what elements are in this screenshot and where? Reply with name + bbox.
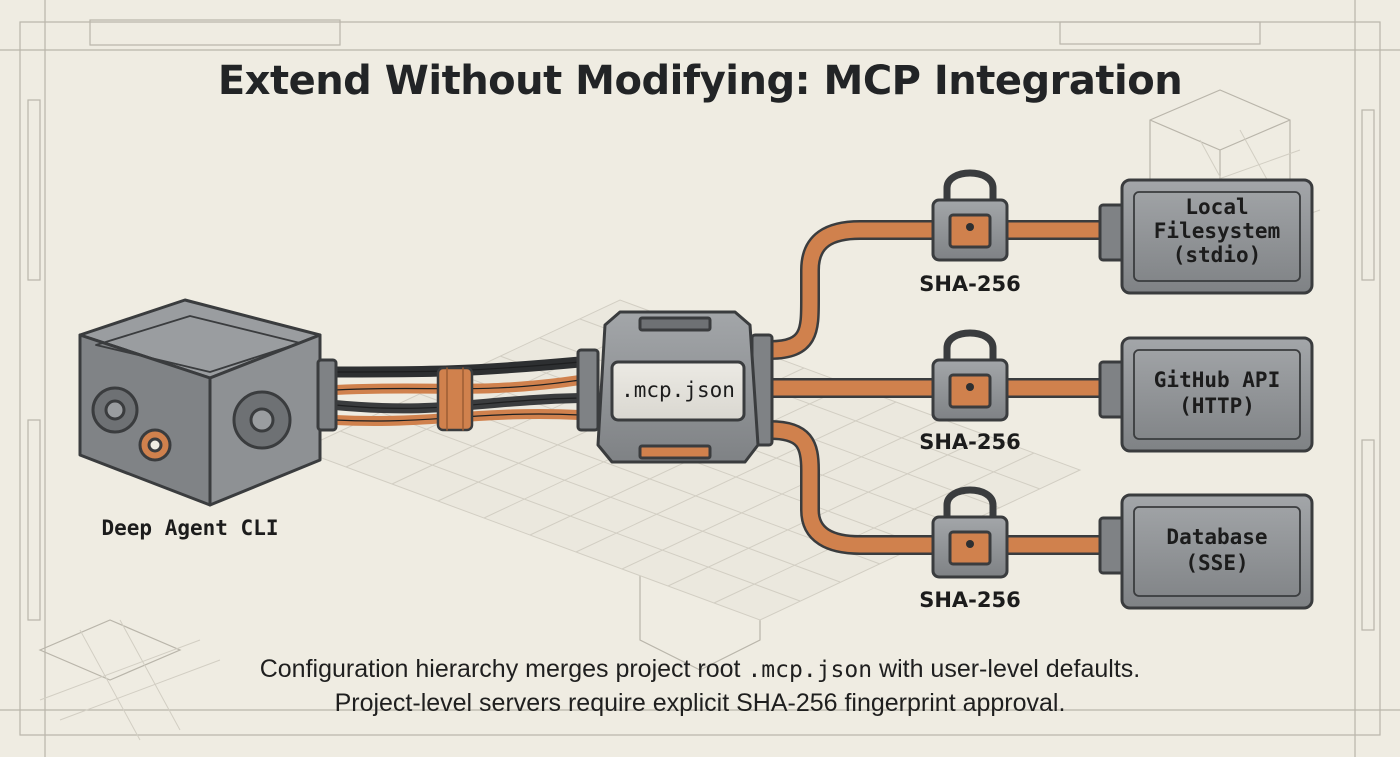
server-2-line-2: (HTTP) bbox=[1179, 394, 1255, 418]
cable-bundle bbox=[329, 356, 586, 432]
agent-cube bbox=[78, 298, 338, 507]
lock-3-label: SHA-256 bbox=[919, 588, 1021, 612]
lock-3 bbox=[931, 486, 1009, 579]
server-cables bbox=[760, 220, 1115, 555]
server-2-label: GitHub API (HTTP) bbox=[1130, 367, 1304, 419]
server-3-line-1: Database bbox=[1166, 525, 1268, 549]
server-3-line-2: (SSE) bbox=[1185, 551, 1249, 575]
caption-line-1-end: with user-level defaults. bbox=[872, 655, 1141, 683]
hub-connector bbox=[576, 310, 774, 464]
caption-code: .mcp.json bbox=[747, 657, 873, 683]
lock-2 bbox=[931, 329, 1009, 422]
server-1-line-1: Local bbox=[1185, 195, 1249, 219]
caption-line-2: Project-level servers require explicit S… bbox=[334, 689, 1066, 717]
hub-label: .mcp.json bbox=[621, 378, 735, 402]
agent-label: Deep Agent CLI bbox=[101, 516, 279, 540]
server-1-label: Local Filesystem (stdio) bbox=[1130, 195, 1304, 267]
lock-1-label: SHA-256 bbox=[919, 272, 1021, 296]
server-2-line-1: GitHub API bbox=[1153, 368, 1281, 392]
server-box-1 bbox=[1098, 178, 1314, 295]
server-3-label: Database (SSE) bbox=[1130, 524, 1304, 576]
server-box-2 bbox=[1098, 336, 1314, 453]
caption-line-1: Configuration hierarchy merges project r… bbox=[0, 652, 1400, 687]
server-1-line-3: (stdio) bbox=[1172, 243, 1262, 267]
caption-line-1-start: Configuration hierarchy merges project r… bbox=[259, 655, 748, 683]
server-box-3 bbox=[1098, 493, 1314, 610]
diagram-title: Extend Without Modifying: MCP Integratio… bbox=[217, 58, 1183, 104]
server-1-line-2: Filesystem bbox=[1153, 219, 1281, 243]
lock-2-label: SHA-256 bbox=[919, 430, 1021, 454]
lock-1 bbox=[931, 169, 1009, 262]
